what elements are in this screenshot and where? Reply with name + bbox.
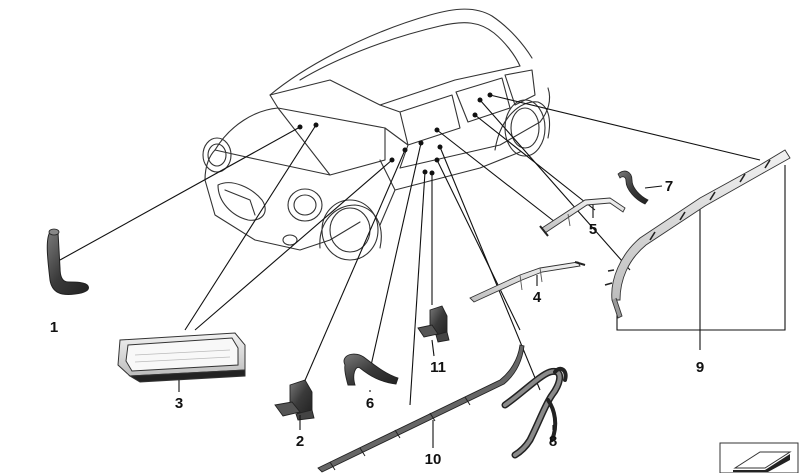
leader-2 bbox=[302, 149, 406, 386]
callout-7: 7 bbox=[665, 178, 673, 195]
part-1-hose bbox=[46, 228, 89, 295]
leader-3a bbox=[184, 124, 317, 331]
part-5-strip bbox=[539, 197, 626, 237]
part-10-strip bbox=[317, 344, 525, 473]
part-4-strip bbox=[469, 261, 586, 303]
leader-lines bbox=[59, 94, 786, 406]
part-7-tube bbox=[617, 170, 649, 205]
car-outline-icon bbox=[202, 8, 551, 261]
leader-10 bbox=[409, 171, 426, 406]
folded-card-icon bbox=[719, 442, 799, 473]
callout-2: 2 bbox=[296, 433, 304, 450]
attachment-points bbox=[297, 92, 493, 176]
part-2-sensor bbox=[274, 379, 315, 421]
leader-9a bbox=[489, 94, 761, 161]
callout-9: 9 bbox=[696, 359, 704, 376]
leader-9b bbox=[479, 99, 631, 271]
part-6-hose bbox=[343, 353, 399, 386]
part-8-harness bbox=[501, 366, 568, 459]
leader-8 bbox=[439, 146, 541, 391]
callout-8: 8 bbox=[549, 433, 557, 450]
callout-11: 11 bbox=[430, 359, 446, 376]
callout-6: 6 bbox=[366, 395, 374, 412]
callout-5: 5 bbox=[589, 221, 597, 238]
part-3-interior-light bbox=[117, 332, 246, 383]
callout-4: 4 bbox=[533, 289, 542, 306]
part-9-airbag bbox=[604, 149, 791, 319]
leader-5 bbox=[436, 129, 556, 223]
leader-6 bbox=[369, 142, 422, 371]
callout-numbers: 1 2 3 4 5 6 7 8 9 10 11 bbox=[50, 178, 704, 468]
part-11-sensor bbox=[417, 305, 450, 343]
number-leaders bbox=[178, 205, 594, 448]
bracket-9 bbox=[616, 165, 786, 331]
leader-4 bbox=[436, 159, 521, 331]
callout-3: 3 bbox=[175, 395, 183, 412]
callout-1: 1 bbox=[50, 319, 58, 336]
callout-10: 10 bbox=[425, 451, 442, 468]
leader-1 bbox=[59, 126, 301, 261]
leader-3b bbox=[194, 159, 393, 331]
